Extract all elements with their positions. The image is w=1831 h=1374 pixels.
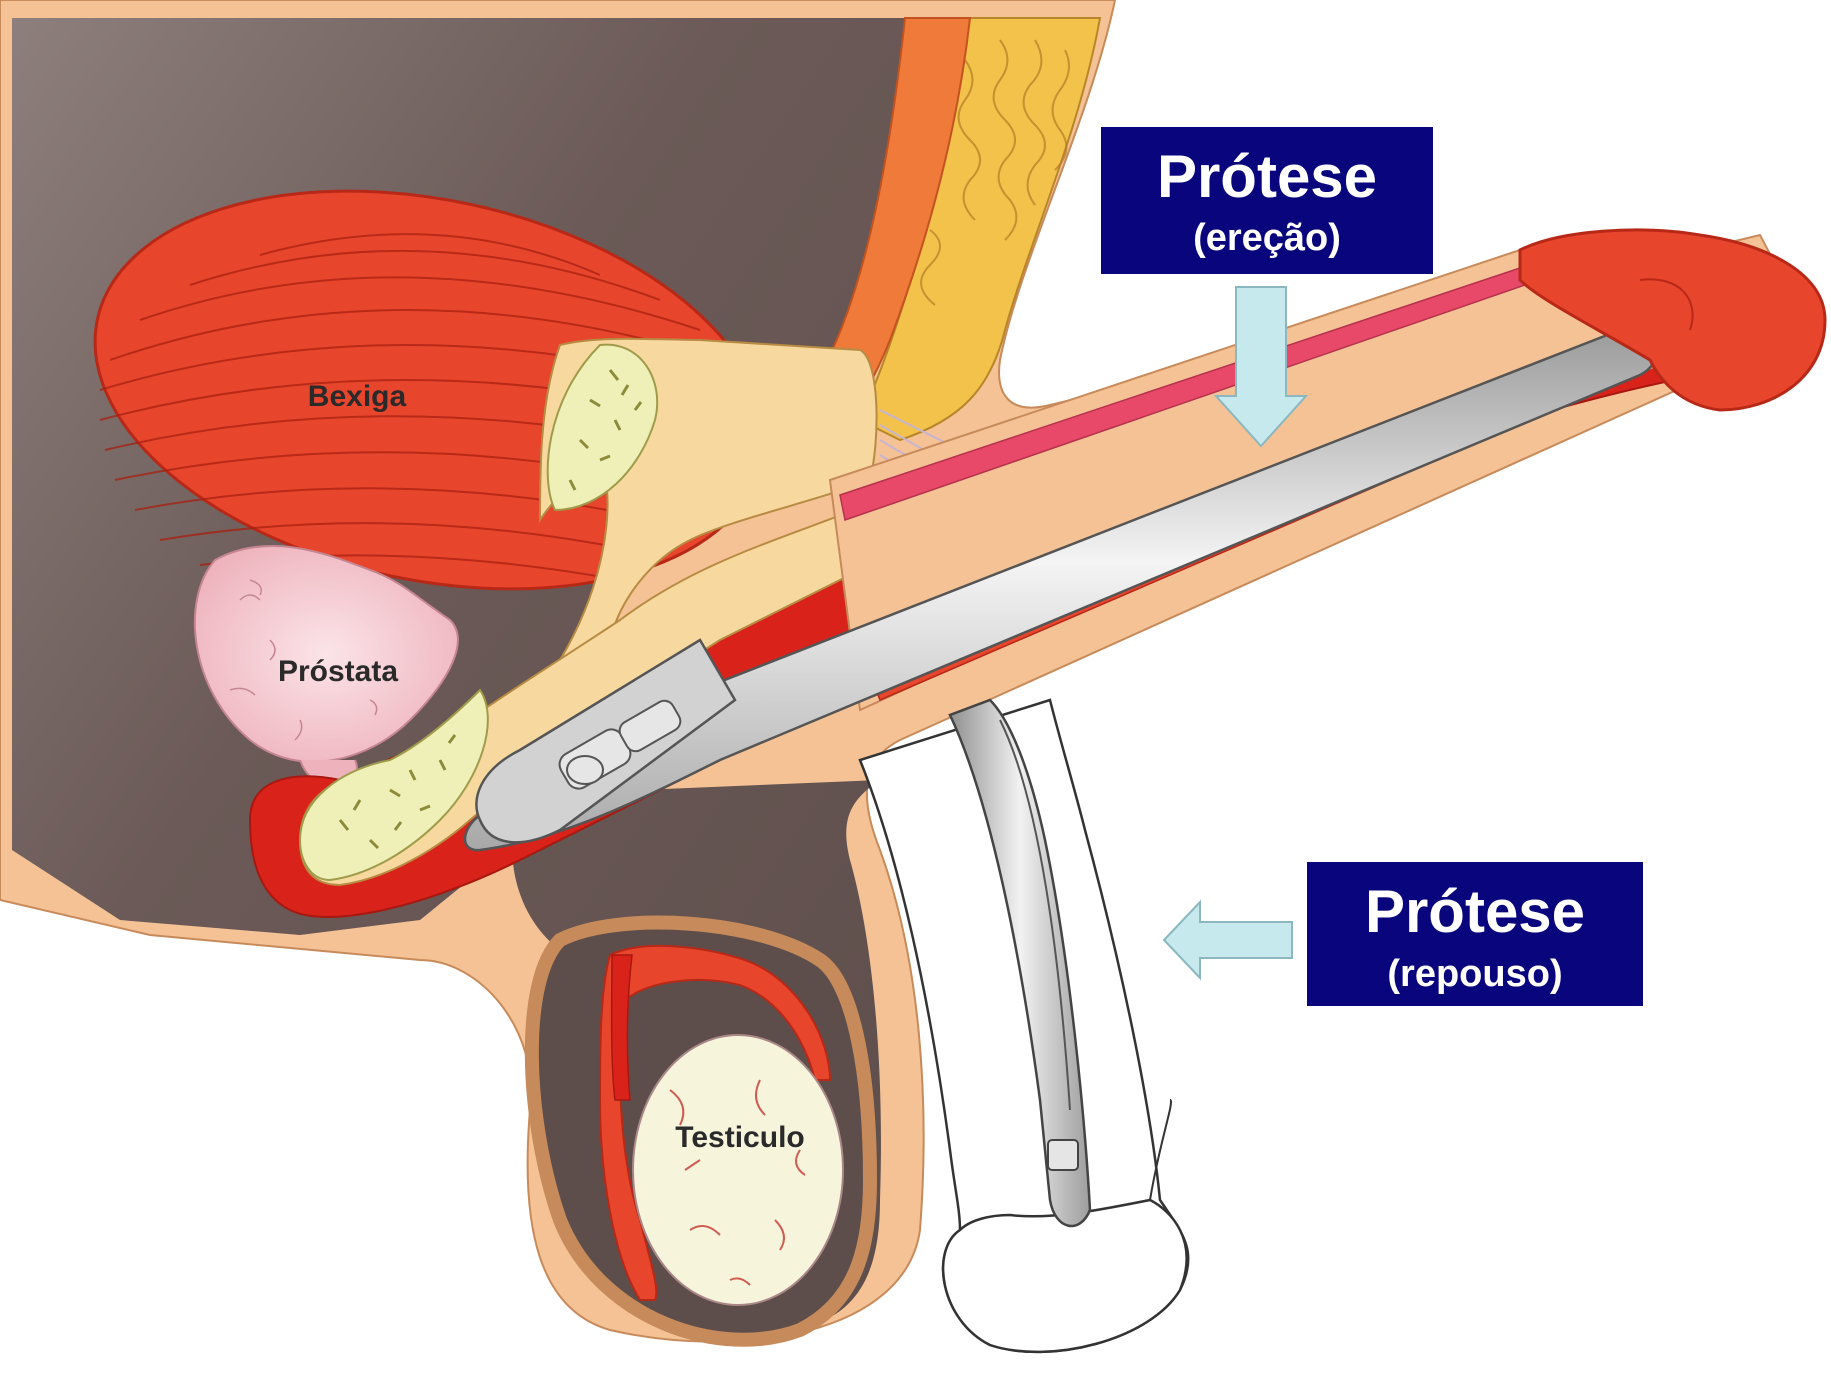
prostate-label: Próstata	[278, 655, 398, 688]
arrow-left-icon	[1164, 902, 1292, 978]
callout-rest: Prótese (repouso)	[1307, 862, 1643, 1006]
testicle: Testiculo	[633, 1035, 843, 1305]
testicle-label: Testiculo	[675, 1121, 804, 1154]
callout-rest-subtitle: (repouso)	[1387, 953, 1562, 995]
callout-erect-subtitle: (ereção)	[1193, 217, 1341, 259]
callout-erect-title: Prótese	[1157, 143, 1377, 210]
bladder-label: Bexiga	[308, 380, 407, 413]
callout-erect: Prótese (ereção)	[1101, 127, 1433, 274]
prosthesis-rest-tip	[1048, 1140, 1078, 1170]
callout-rest-title: Prótese	[1365, 878, 1585, 945]
